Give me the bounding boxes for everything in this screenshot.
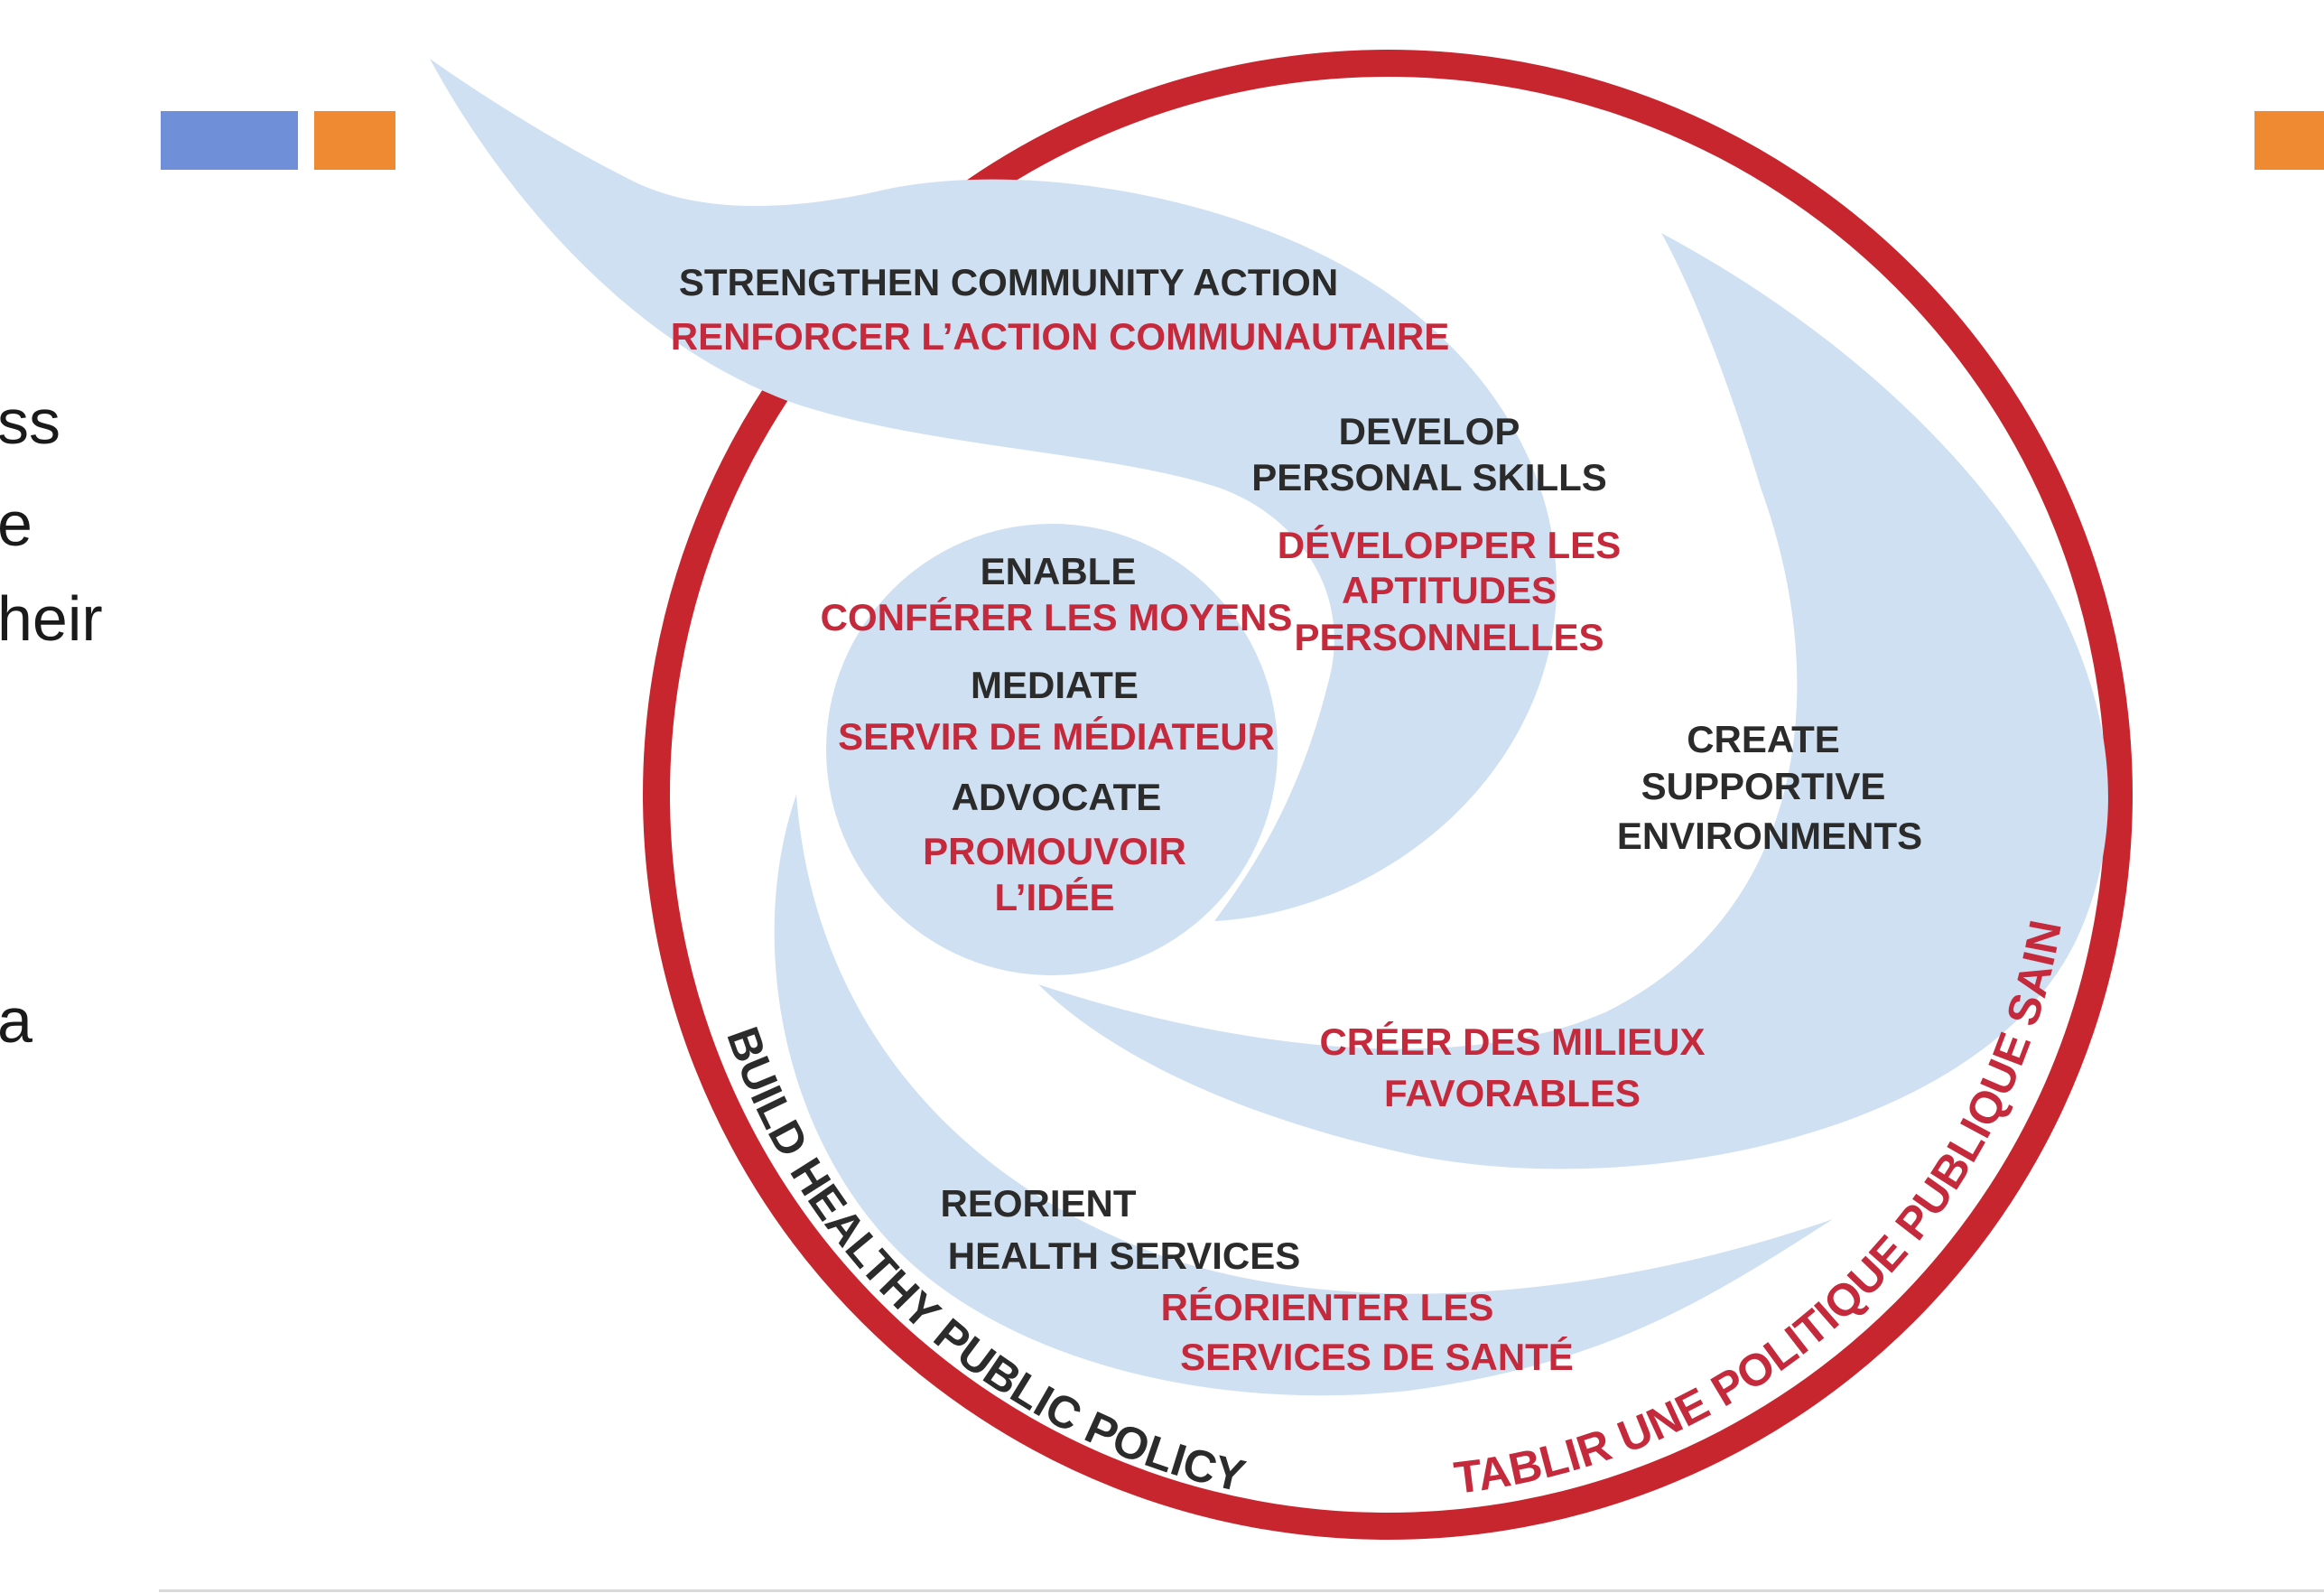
swirl-arm-health-services bbox=[774, 795, 1834, 1396]
side-text-fragment: heir bbox=[0, 583, 103, 654]
label-reorienter-les: RÉORIENTER LES bbox=[1161, 1286, 1494, 1328]
label-health-services: HEALTH SERVICES bbox=[948, 1234, 1301, 1277]
label-advocate: ADVOCATE bbox=[952, 776, 1162, 818]
label-conferer-les-moyens: CONFÉRER LES MOYENS bbox=[821, 596, 1293, 638]
swirl-arm-environments bbox=[1038, 233, 2108, 1169]
decor-bar-blue bbox=[161, 111, 298, 170]
label-renforcer-action-communautaire: RENFORCER L’ACTION COMMUNAUTAIRE bbox=[671, 315, 1450, 358]
label-enable: ENABLE bbox=[981, 550, 1137, 592]
outer-ring bbox=[643, 50, 2133, 1540]
decor-bar-orange-left bbox=[314, 111, 395, 170]
decor-bar-orange-right bbox=[2254, 111, 2324, 170]
side-text-fragment: a bbox=[0, 985, 33, 1056]
label-reorient: REORIENT bbox=[940, 1182, 1136, 1225]
label-creer-des-milieux: CRÉER DES MILIEUX bbox=[1319, 1020, 1705, 1063]
label-aptitudes: APTITUDES bbox=[1342, 569, 1557, 611]
label-servir-de-mediateur: SERVIR DE MÉDIATEUR bbox=[838, 715, 1275, 758]
label-promouvoir: PROMOUVOIR bbox=[923, 830, 1186, 872]
label-l-idee: L’IDÉE bbox=[994, 876, 1114, 918]
label-developper-les: DÉVELOPPER LES bbox=[1278, 524, 1621, 566]
label-supportive: SUPPORTIVE bbox=[1641, 765, 1886, 807]
side-text-fragment: ss bbox=[0, 387, 60, 457]
label-develop: DEVELOP bbox=[1339, 410, 1520, 452]
label-mediate: MEDIATE bbox=[971, 664, 1139, 706]
label-strengthen-community-action: STRENGTHEN COMMUNITY ACTION bbox=[679, 261, 1338, 303]
label-personnelles: PERSONNELLES bbox=[1294, 616, 1604, 658]
label-create: CREATE bbox=[1687, 718, 1840, 760]
label-environments: ENVIRONMENTS bbox=[1617, 815, 1922, 857]
label-services-de-sante: SERVICES DE SANTÉ bbox=[1180, 1336, 1574, 1378]
inner-circle bbox=[826, 524, 1278, 975]
label-personal-skills: PERSONAL SKILLS bbox=[1251, 456, 1607, 498]
side-text-fragment: e bbox=[0, 489, 33, 559]
swirl-arm-community bbox=[430, 59, 1557, 921]
bottom-divider bbox=[159, 1589, 2324, 1592]
label-favorables: FAVORABLES bbox=[1384, 1072, 1641, 1114]
